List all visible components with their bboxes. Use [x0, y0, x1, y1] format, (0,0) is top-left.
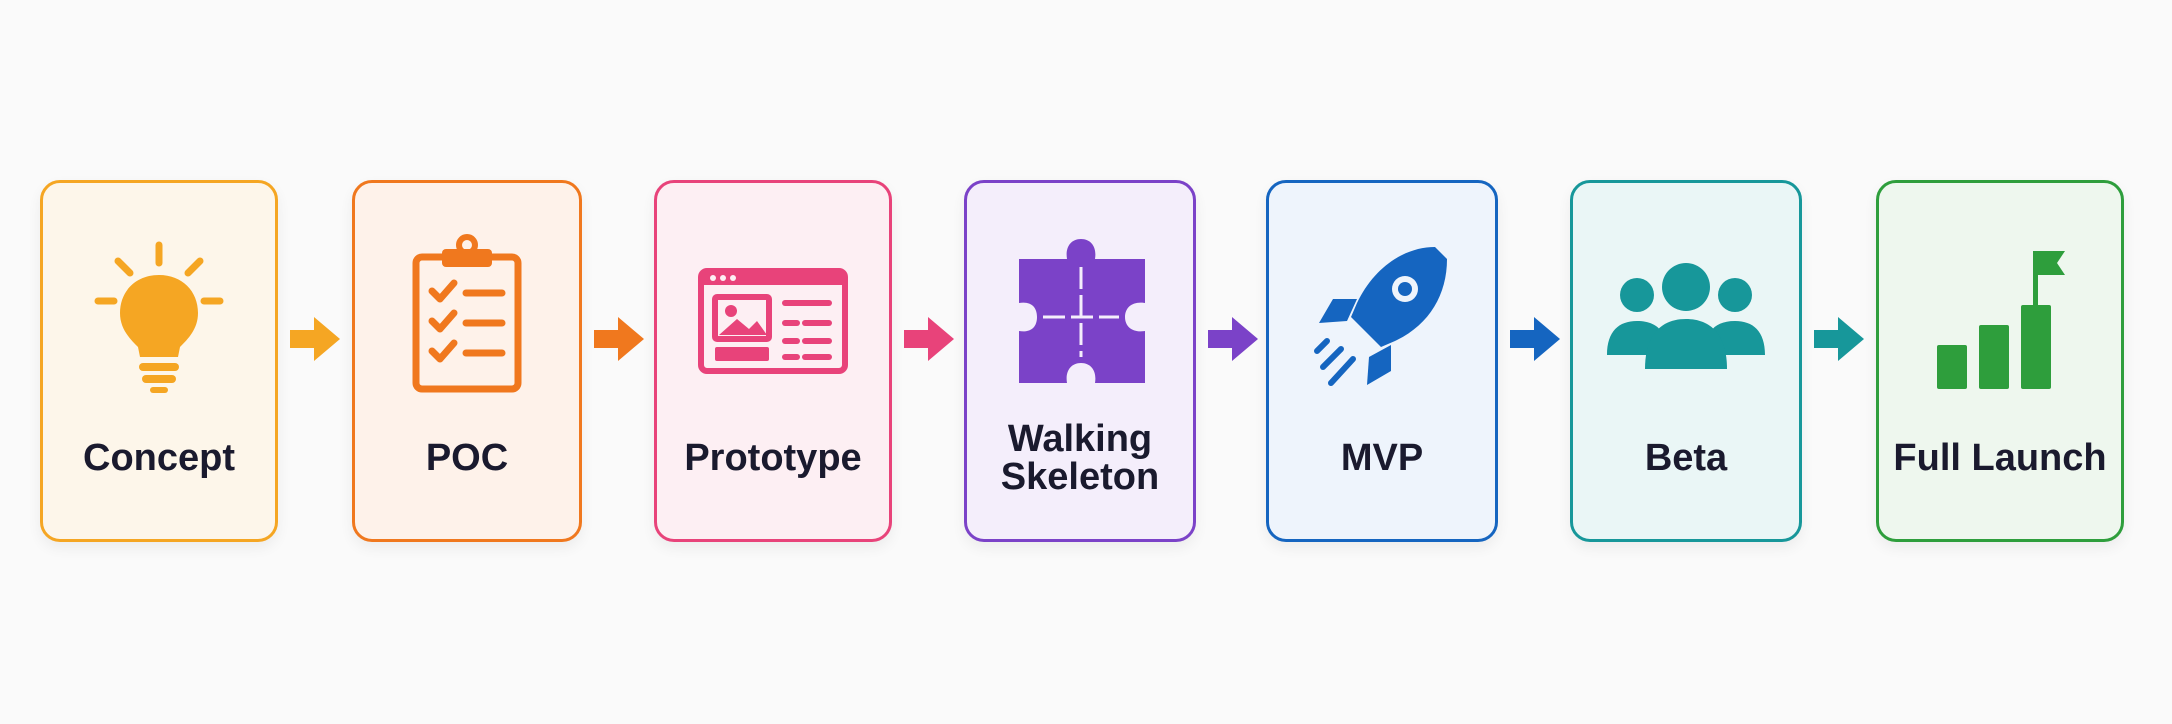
stage-card-prototype: Prototype: [654, 180, 892, 542]
stage-label: Concept: [83, 437, 235, 479]
stage-card-beta: Beta: [1570, 180, 1802, 542]
stage-label: Prototype: [684, 437, 862, 479]
growth-chart-flag-icon: [1879, 233, 2121, 403]
stage-card-full-launch: Full Launch: [1876, 180, 2124, 542]
stage-label: Beta: [1644, 437, 1728, 479]
clipboard-checklist-icon: [355, 233, 579, 403]
browser-wireframe-icon: [657, 233, 889, 403]
stage-label: Walking Skeleton: [1000, 418, 1160, 498]
arrow-right-icon: [1208, 317, 1258, 361]
puzzle-piece-icon: [967, 233, 1193, 403]
stage-card-walking-skeleton: Walking Skeleton: [964, 180, 1196, 542]
arrow-right-icon: [1814, 317, 1864, 361]
arrow-right-icon: [594, 317, 644, 361]
stage-label: MVP: [1340, 437, 1424, 479]
stage-card-mvp: MVP: [1266, 180, 1498, 542]
lightbulb-icon: [43, 233, 275, 403]
arrow-right-icon: [290, 317, 340, 361]
arrow-right-icon: [1510, 317, 1560, 361]
stage-card-poc: POC: [352, 180, 582, 542]
arrow-right-icon: [904, 317, 954, 361]
stage-card-concept: Concept: [40, 180, 278, 542]
stage-label: Full Launch: [1893, 437, 2107, 479]
users-group-icon: [1573, 233, 1799, 403]
rocket-icon: [1269, 233, 1495, 403]
stage-label: POC: [425, 437, 509, 479]
